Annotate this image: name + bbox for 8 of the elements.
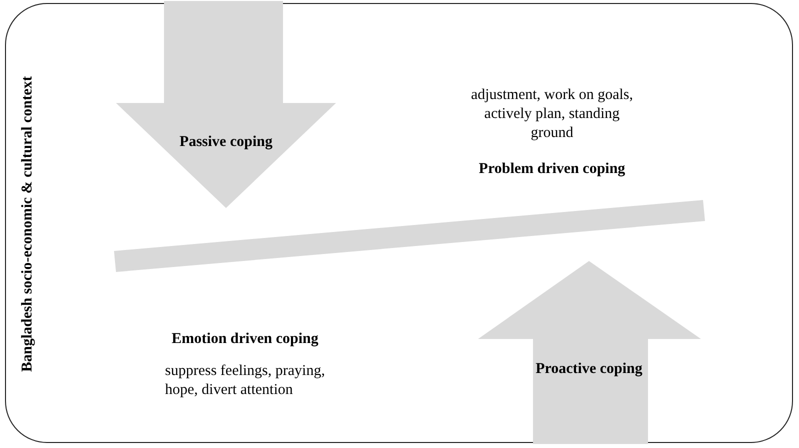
context-title: Bangladesh socio-economic & cultural context: [20, 76, 36, 372]
problem-coping-heading: Problem driven coping: [478, 160, 626, 179]
arrow-label: Proactive coping: [536, 361, 642, 378]
arrow-label: Passive coping: [180, 134, 272, 151]
problem-coping-examples: adjustment, work on goals, actively plan, standing ground: [470, 86, 634, 143]
emotion-coping-heading: Emotion driven coping: [170, 330, 320, 349]
emotion-coping-examples: suppress feelings, praying, hope, divert attention: [165, 362, 326, 400]
context-frame: [5, 3, 793, 443]
